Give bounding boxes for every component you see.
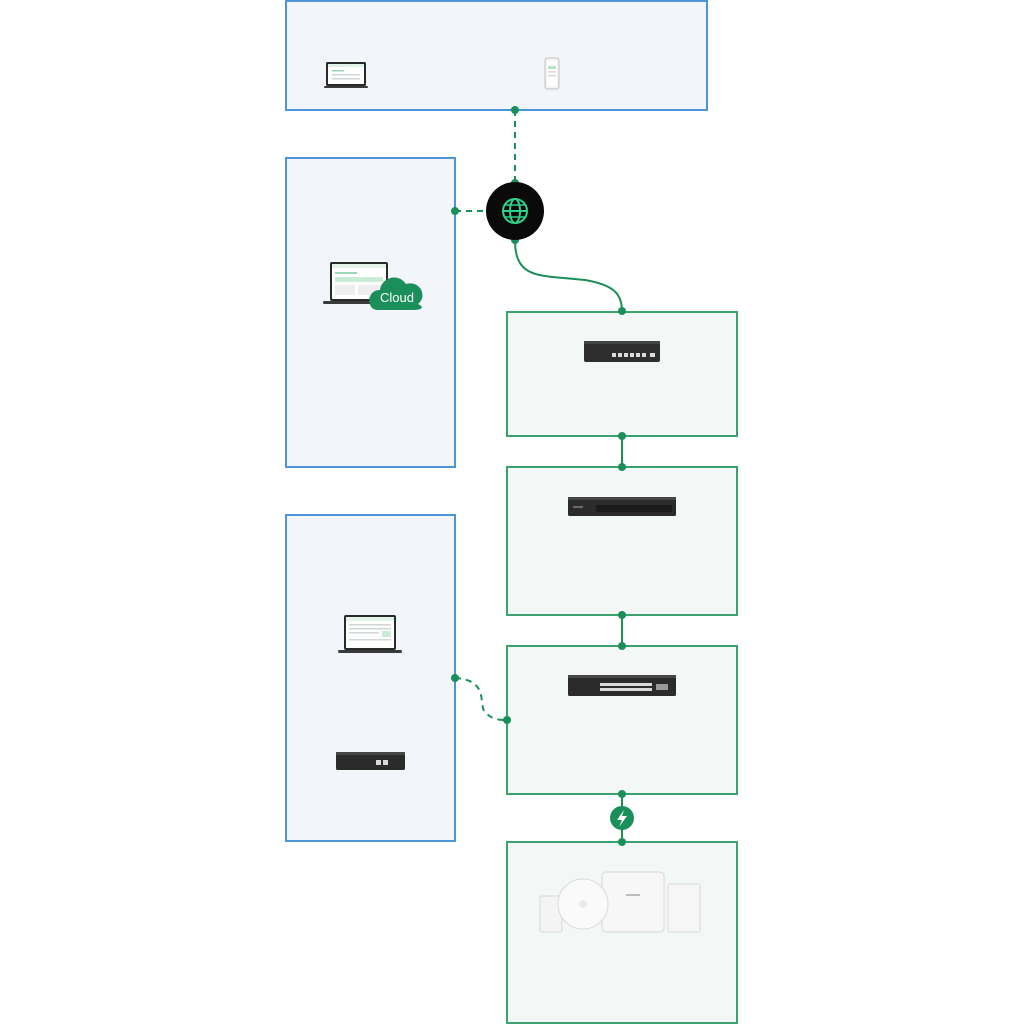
laptop-app bbox=[324, 62, 368, 88]
cloud-badge bbox=[369, 277, 423, 310]
local-controller-panel bbox=[285, 514, 456, 842]
gateway-panel bbox=[506, 311, 738, 437]
core-switch-panel bbox=[506, 466, 738, 616]
hardware-controller bbox=[336, 752, 405, 770]
dot bbox=[451, 207, 459, 215]
wire-internet-gateway bbox=[514, 239, 623, 312]
dot bbox=[618, 838, 626, 846]
cloud-controller-panel bbox=[285, 157, 456, 468]
dot bbox=[503, 716, 511, 724]
dot bbox=[618, 432, 626, 440]
dot bbox=[618, 307, 626, 315]
dot bbox=[618, 642, 626, 650]
dot bbox=[618, 790, 626, 798]
cloud-icon bbox=[369, 277, 423, 310]
wire-controller-access bbox=[454, 677, 508, 721]
access-points bbox=[539, 871, 701, 933]
gateway-router bbox=[584, 341, 660, 362]
lightning-bolt-icon bbox=[610, 806, 634, 830]
outdoor-ap bbox=[601, 871, 665, 933]
globe-icon bbox=[486, 182, 544, 240]
dot bbox=[618, 611, 626, 619]
smartphone-app bbox=[544, 57, 560, 90]
access-switch bbox=[568, 675, 676, 696]
dot bbox=[451, 674, 459, 682]
laptop-software-controller bbox=[338, 615, 402, 653]
wall-ap bbox=[667, 883, 701, 933]
dot bbox=[511, 106, 519, 114]
management-apps-panel bbox=[285, 0, 708, 111]
core-switch bbox=[568, 497, 676, 516]
cloud-label: Cloud bbox=[380, 290, 414, 305]
dot bbox=[618, 463, 626, 471]
